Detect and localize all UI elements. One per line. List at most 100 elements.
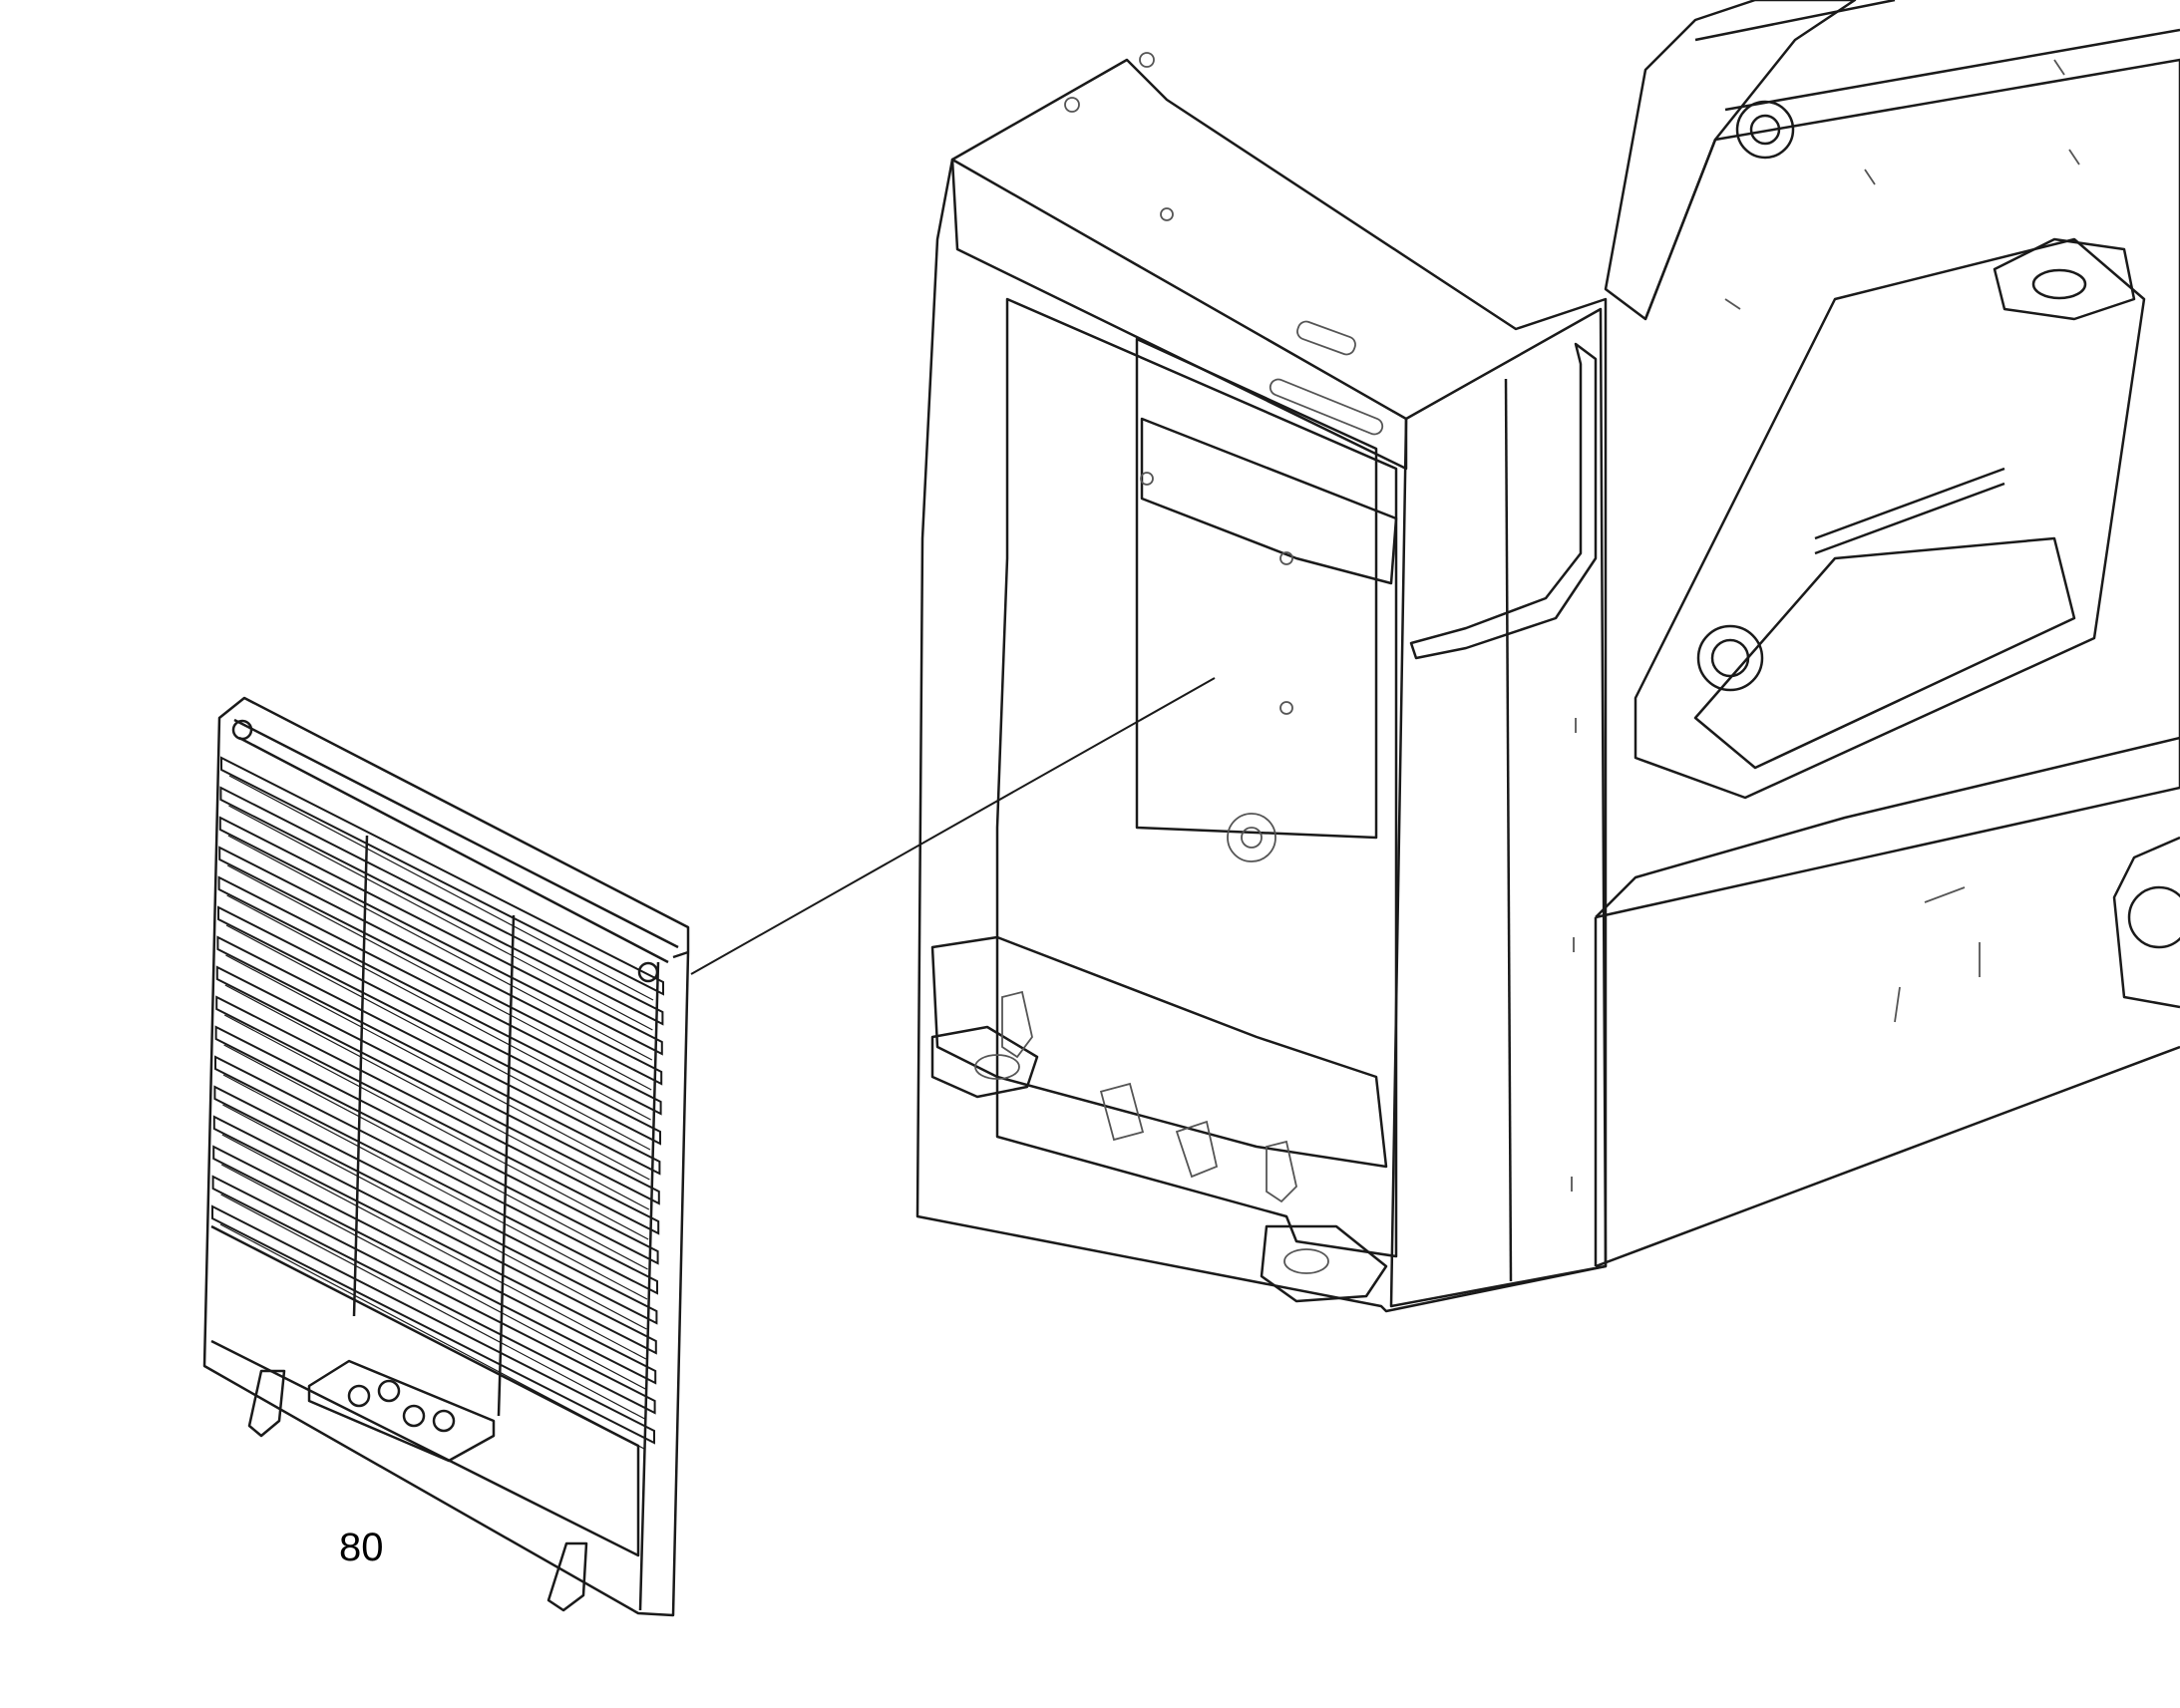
grille-louver-shadow [225,924,651,1151]
grille-louver-slat [213,1085,658,1325]
grille-louver-slat [217,905,661,1146]
frame-mark [2068,149,2080,166]
frame-rear-tower [1604,0,1857,321]
frame-mark [1894,986,1901,1023]
grille-outer-frame [202,696,690,1617]
frame-top-mount [1993,237,2136,321]
frame-side-fold [1504,378,1513,1282]
frame-foot-left [930,1025,1039,1099]
frame-bolt [1227,813,1276,862]
frame-pivot-boss-mid-inner [1710,638,1750,678]
grille-louver-slat [220,756,664,996]
grille-louver-shadow [220,1164,646,1390]
frame-bolt [1279,701,1293,715]
frame-pivot-boss-upper [1735,100,1795,160]
frame-rear-arm [1694,0,2180,112]
frame-bolt [1160,207,1174,221]
frame-lug [1266,1140,1297,1203]
frame-rear-body [1595,58,2180,919]
grille-louver-shadow [228,805,653,1031]
frame-slot [1296,320,1356,356]
grille-mount-hole [347,1384,371,1408]
grille-louver-slat [218,846,663,1086]
grille-louver-slat [212,1145,657,1385]
grille-louver-slat [215,965,660,1205]
frame-lug [1001,990,1033,1059]
frame-bolt [1241,827,1263,849]
frame-lower-bumper [930,935,1388,1169]
frame-front-opening [995,297,1398,1258]
frame-side-panel [1389,307,1608,1308]
frame-foot-right [1260,1224,1388,1303]
frame-cross-bar [1814,467,2005,555]
grille-hinge-tab-left [247,1369,286,1438]
frame-mark [1724,298,1741,310]
frame-inner-wall [1135,337,1378,840]
frame-rear-lobe [2112,836,2180,1009]
grille-louver-shadow [220,1194,645,1420]
grille-louver-shadow [224,984,650,1210]
frame-recess-box [1140,417,1398,585]
frame-bolt [1139,52,1155,68]
machine-frame [915,0,2180,1313]
frame-mark [2053,59,2065,76]
frame-pivot-boss-upper-inner [1749,114,1781,146]
frame-slot [1269,378,1384,436]
frame-mark [1924,886,1966,903]
frame-pivot-boss-mid [1696,624,1764,692]
grille-mount-hole [432,1409,456,1433]
grille-louver-shadow [226,894,651,1121]
grille-louver-slat [217,875,662,1116]
grille-top-rail [233,718,679,964]
grille-louver-shadow [227,835,653,1061]
grille-louver-shadow [221,1134,647,1360]
grille-louver-slat [211,1175,656,1415]
frame-bolt [1140,472,1154,486]
grille-louver-shadow [223,1044,648,1270]
grille-lower-panel [210,1224,640,1557]
frame-rear-cavity-floor [1693,536,2076,770]
grille-corner-boss-right [637,961,659,983]
frame-bolt [1064,97,1080,113]
grille-louver-slat [219,786,664,1026]
frame-rear-cavity [1634,237,2146,800]
frame-hole [974,1054,1020,1080]
frame-hinge-plate [1099,1082,1145,1142]
grille-mount-hole [402,1404,426,1428]
grille-divider-right [497,914,516,1417]
frame-hole [1283,1248,1329,1274]
part-callout-label: 80 [339,1526,384,1569]
grille-mount-plate [307,1359,496,1463]
grille-right-edge [638,950,689,1611]
grille-louver-shadow [226,864,652,1091]
grille-louver-slat [215,995,660,1235]
grille-louver-slat [211,1204,655,1445]
grille-louver-shadow [222,1074,648,1300]
grille-louver-slat [214,1025,659,1265]
frame-pivot-boss-rear [2127,885,2180,949]
grille-mount-hole [377,1379,401,1403]
frame-front-panel [915,58,1608,1313]
frame-mark [1864,169,1876,185]
frame-rear-lower [1594,736,2180,1268]
grille-louver-slat [218,816,663,1056]
leader-line [690,677,1216,975]
grille-louver-shadow [225,954,650,1181]
frame-top-lip [950,158,1408,471]
frame-lug [1175,1120,1219,1179]
grille-louver-slat [216,935,661,1176]
grille-louver-slat [214,1055,658,1295]
grille-louver-shadow [228,775,654,1001]
grille-louver-shadow [222,1104,647,1330]
frame-top-mount-hole [2031,268,2087,300]
grille-louver-shadow [219,1223,645,1450]
grille-part [202,696,690,1617]
grille-louver-slat [212,1115,657,1355]
grille-corner-boss-left [231,719,253,741]
grille-hinge-tab-right [546,1541,588,1612]
frame-bolt [1279,551,1293,565]
frame-details [974,52,2080,1274]
grille-louvers [211,756,664,1450]
frame-side-handle [1409,342,1598,660]
